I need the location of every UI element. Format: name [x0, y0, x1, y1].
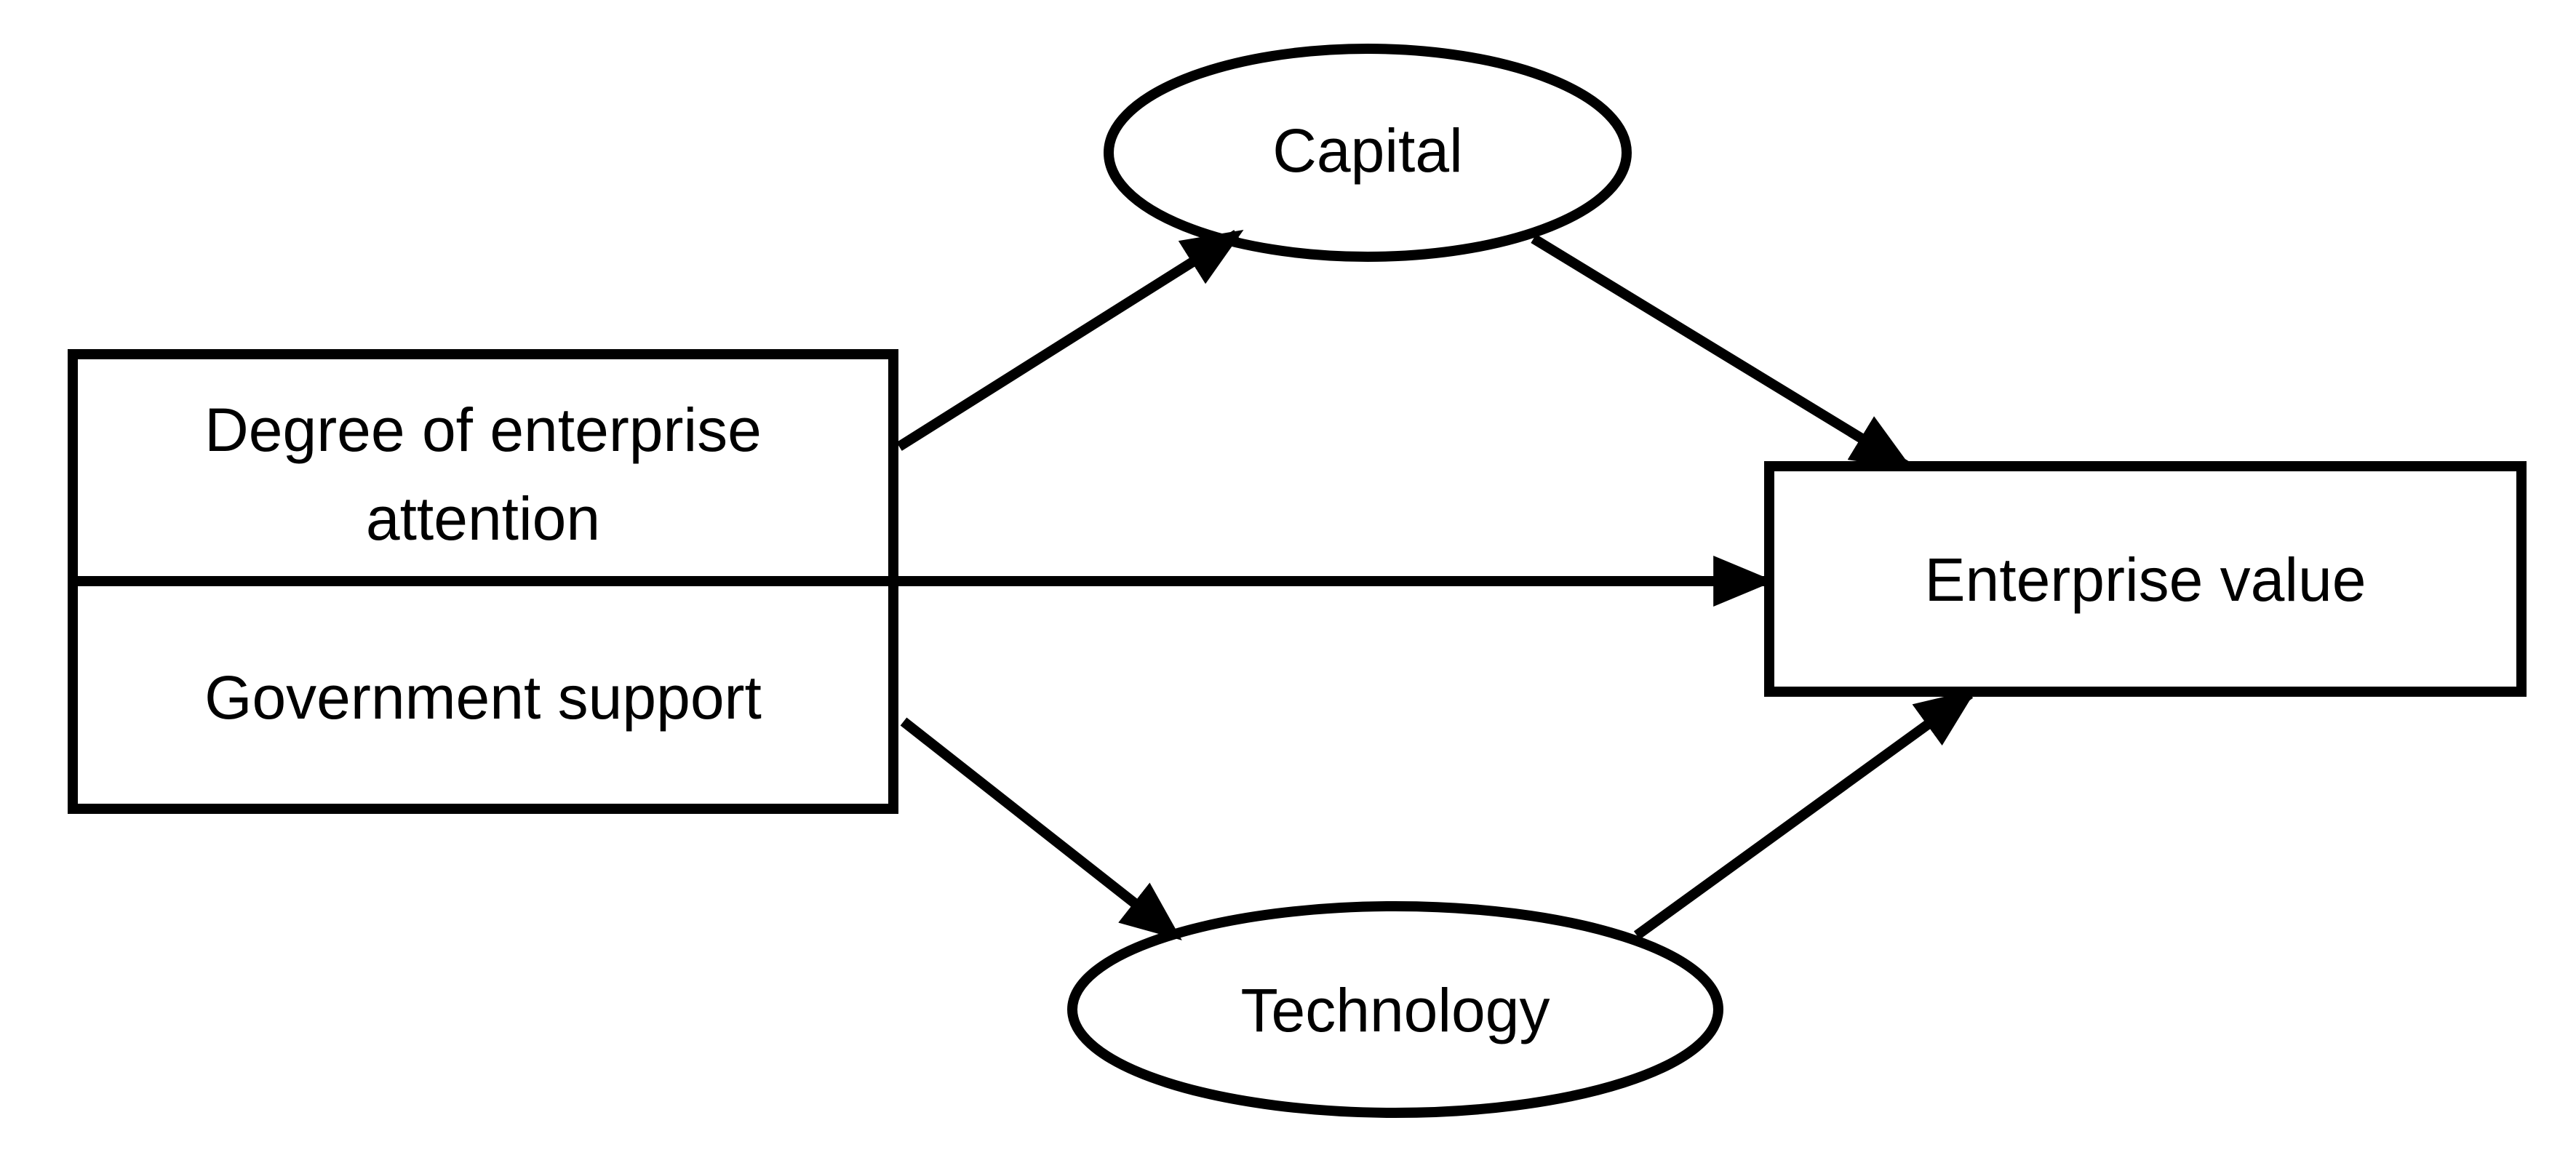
enterprise-value-label: Enterprise value: [1925, 545, 2366, 614]
arrow-independent-to-technology: [900, 717, 1182, 940]
enterprise-value-node: Enterprise value: [1764, 461, 2527, 697]
arrow-technology-to-enterprise-value: [1633, 689, 1977, 940]
capital-node: Capital: [1104, 44, 1632, 262]
arrow-independent-to-capital: [896, 230, 1244, 451]
degree-label-line2: attention: [366, 484, 600, 553]
technology-node: Technology: [1067, 901, 1723, 1118]
independent-variables-box: Degree of enterprise attention Governmen…: [68, 349, 898, 814]
degree-label-line1: Degree of enterprise: [204, 396, 762, 464]
capital-label: Capital: [1272, 116, 1462, 185]
arrow-capital-to-enterprise-value: [1531, 234, 1913, 470]
technology-label: Technology: [1241, 976, 1550, 1044]
government-support-label: Government support: [204, 663, 762, 732]
degree-of-enterprise-attention-node: [68, 349, 898, 586]
government-support-node: [68, 576, 898, 814]
